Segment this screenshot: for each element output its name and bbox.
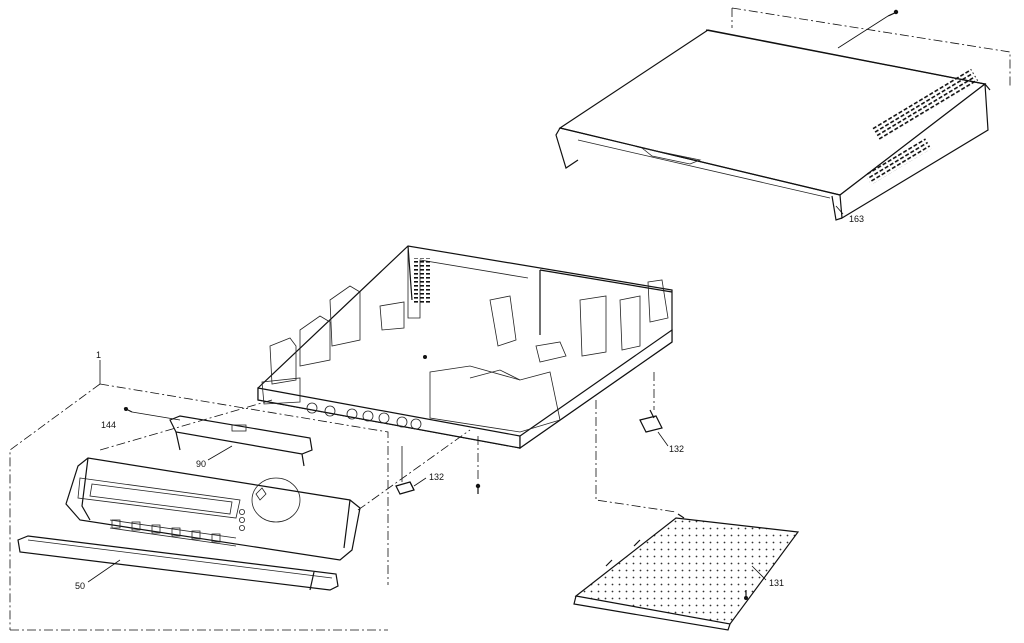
callout-132-right-stub (657, 431, 669, 447)
bracket-132-left (395, 481, 415, 495)
front-bezel-strip (17, 535, 339, 591)
chassis-screw (475, 483, 481, 494)
callout-131-stub (751, 565, 767, 581)
callout-90: 90 (196, 459, 206, 469)
main-chassis (257, 245, 673, 450)
cover-screw (887, 9, 899, 17)
front-panel-right-alignment (357, 429, 471, 511)
callout-144: 144 (101, 420, 116, 430)
cover-screw-leader (837, 15, 889, 49)
callout-50: 50 (75, 581, 85, 591)
plate-screw (744, 590, 748, 600)
callout-132-right: 132 (669, 444, 684, 454)
top-cover (555, 29, 991, 221)
callout-90-stub (207, 445, 233, 461)
screw-144 (123, 407, 133, 413)
callout-132-left: 132 (429, 472, 444, 482)
front-assembly-boundary (9, 383, 389, 631)
front-panel-alignment-line (99, 399, 273, 451)
callout-132-left-stub (413, 477, 427, 487)
bottom-plate (573, 513, 800, 631)
front-panel (65, 457, 361, 561)
screw-144-leader (131, 411, 181, 421)
callout-1: 1 (96, 350, 101, 360)
callout-163: 163 (849, 214, 864, 224)
bracket-132-right (639, 409, 663, 433)
bracket-90 (169, 415, 313, 467)
callout-163-stub (835, 205, 844, 215)
callout-50-stub (87, 559, 121, 583)
cover-leader-line (731, 7, 1011, 88)
callout-131: 131 (769, 578, 784, 588)
bottom-plate-leader (595, 400, 677, 513)
